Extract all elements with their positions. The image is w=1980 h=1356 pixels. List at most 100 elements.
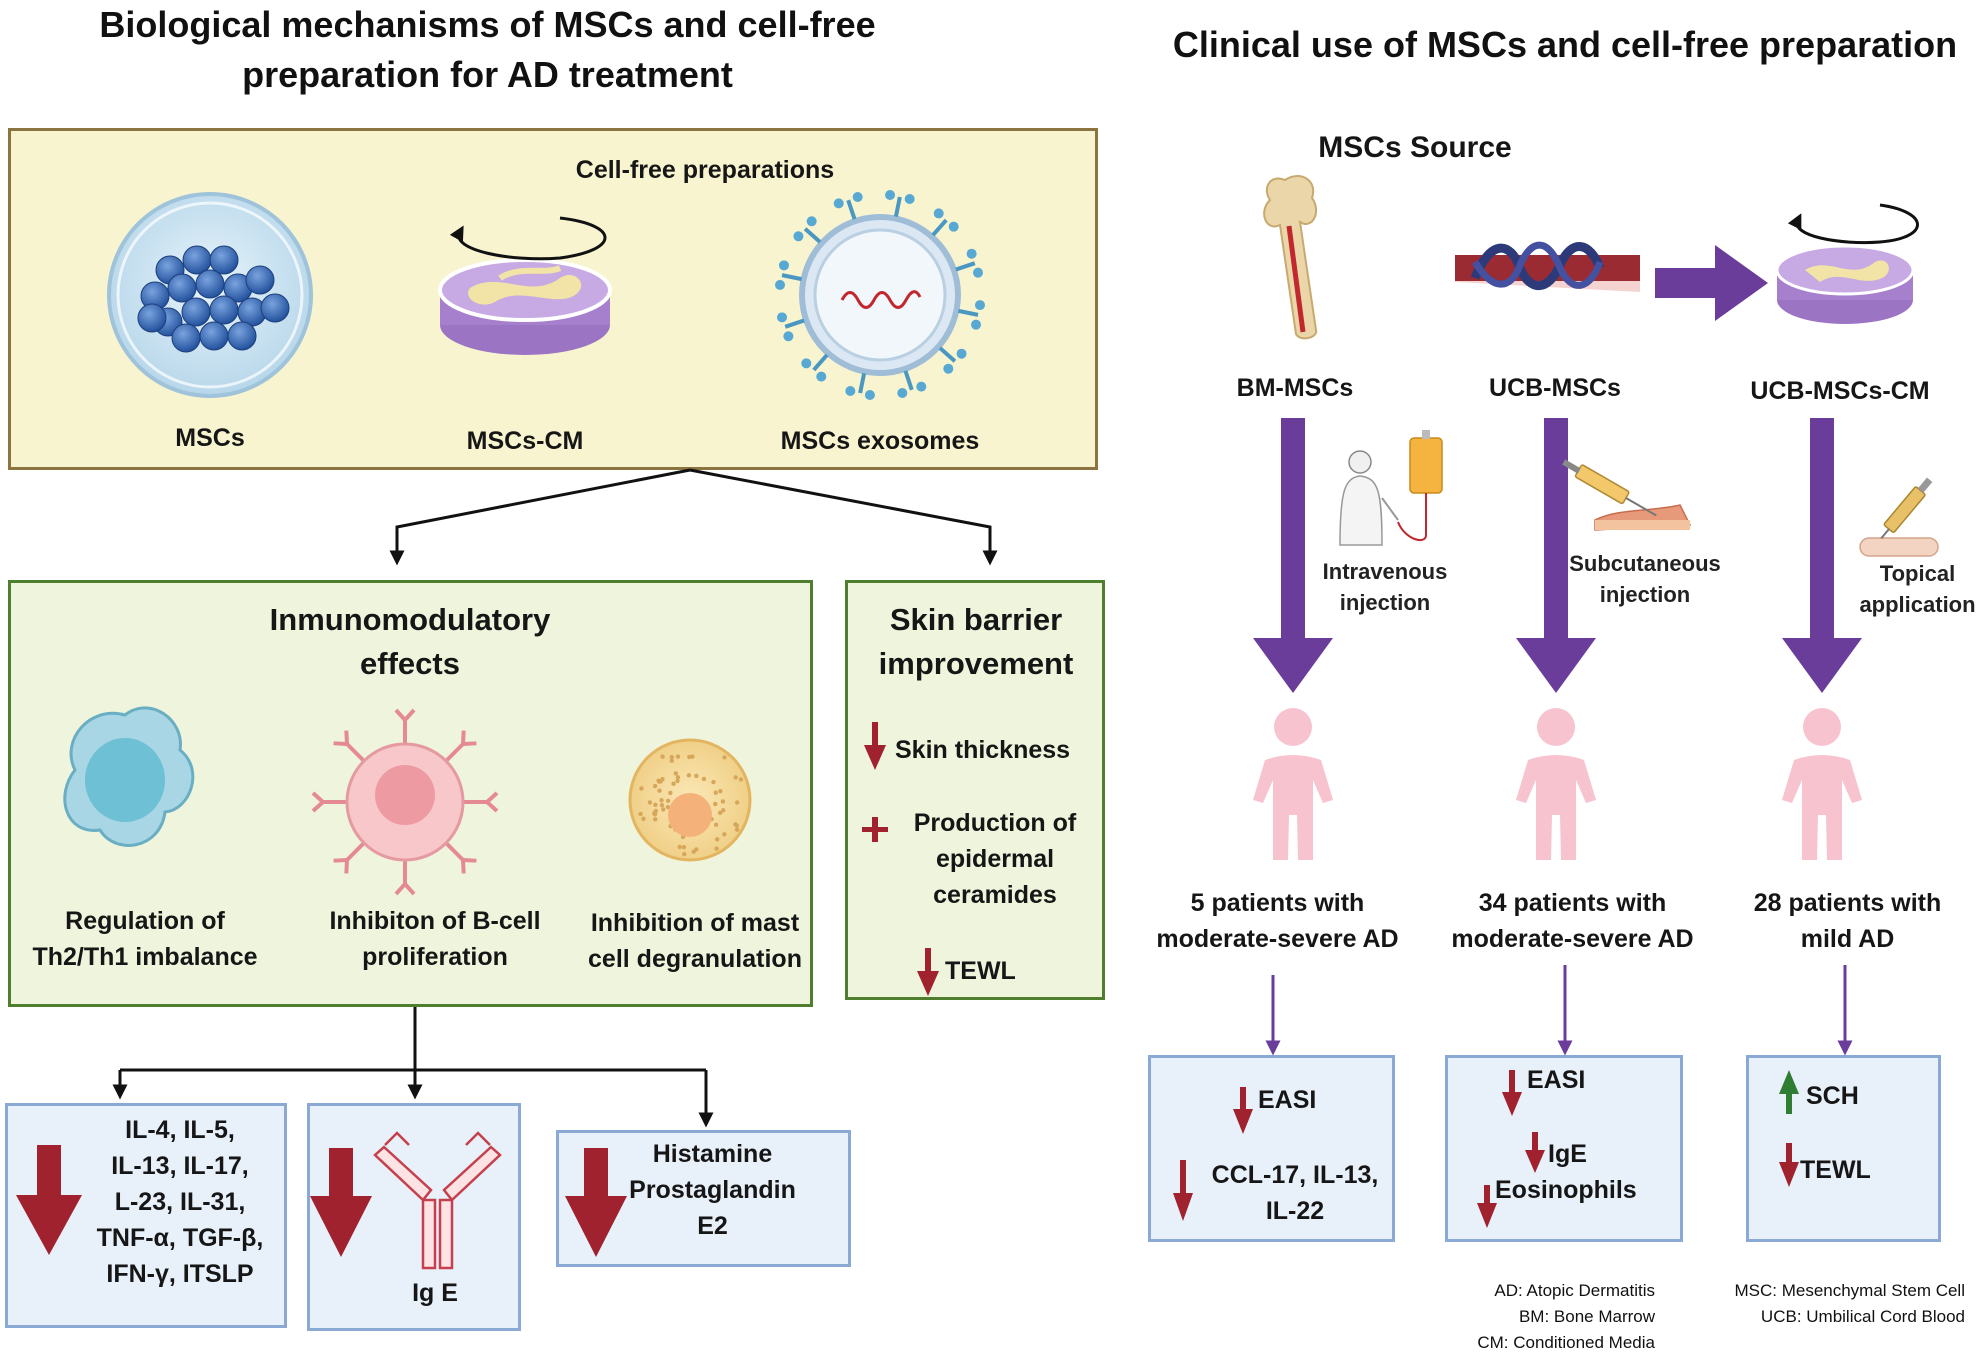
person-body bbox=[1782, 755, 1862, 860]
granule bbox=[656, 778, 661, 783]
umbilical-cord-icon bbox=[1455, 241, 1640, 292]
tewl-label: TEWL bbox=[945, 957, 1016, 985]
histamine-list: Histamine Prostaglandin E2 bbox=[620, 1136, 805, 1244]
exosome-receptor bbox=[858, 373, 867, 394]
skin-title-line2: improvement bbox=[878, 646, 1074, 681]
cm-patients-line1: 28 patients with bbox=[1753, 889, 1942, 917]
msc-cell bbox=[227, 321, 257, 351]
exosome-receptor bbox=[812, 353, 829, 372]
antibody-arm bbox=[460, 730, 466, 745]
mast-cell-caption: Inhibition of mast cell degranulation bbox=[565, 905, 825, 977]
b-cell-antibody bbox=[345, 742, 367, 764]
skin-title: Skin barrier improvement bbox=[848, 598, 1104, 686]
receptor-head bbox=[916, 381, 927, 392]
exosome-receptors bbox=[775, 190, 985, 400]
sc-route-line2: injection bbox=[1599, 582, 1691, 607]
mast-cell-caption-line1: Inhibition of mast bbox=[590, 909, 800, 937]
receptor-head bbox=[777, 312, 788, 323]
b-cell-antibody bbox=[443, 742, 465, 764]
antibody-arm bbox=[394, 882, 407, 896]
syringe-skin-icon bbox=[1562, 459, 1692, 531]
granule bbox=[681, 845, 687, 850]
bm-result-easi: EASI bbox=[1258, 1086, 1317, 1114]
receptor-head bbox=[778, 260, 789, 271]
topical-route-line1: Topical bbox=[1879, 561, 1956, 586]
granule bbox=[720, 799, 726, 804]
antibody-arm bbox=[344, 859, 350, 874]
immuno-title-line2: effects bbox=[360, 646, 460, 681]
cytokines-line4: TNF-α, TGF-β, bbox=[96, 1224, 264, 1252]
receptor-head bbox=[816, 371, 827, 382]
mscs-dish-icon bbox=[107, 192, 313, 398]
b-cell-icon bbox=[311, 708, 499, 896]
receptor-head bbox=[971, 319, 982, 330]
antibody-arm bbox=[403, 708, 416, 722]
person-head bbox=[1537, 708, 1575, 746]
antibody-arm bbox=[344, 730, 350, 745]
mscs-cm-label: MSCs-CM bbox=[466, 427, 584, 455]
granule bbox=[734, 823, 740, 828]
ceramides-plus-icon bbox=[862, 817, 888, 842]
exosome-receptor bbox=[784, 318, 805, 329]
exosome-receptor bbox=[931, 218, 948, 237]
person-body bbox=[1516, 755, 1596, 860]
person-icon bbox=[1782, 708, 1862, 860]
granule bbox=[659, 803, 665, 808]
cytokines-line2: IL-13, IL-17, bbox=[111, 1152, 249, 1180]
granule bbox=[652, 783, 658, 789]
skin-thickness-down-arrow bbox=[864, 722, 886, 770]
granule bbox=[694, 847, 699, 852]
cm-sch-up-arrow bbox=[1779, 1070, 1799, 1114]
msc-cells bbox=[137, 245, 290, 353]
bm-easi-down-arrow bbox=[1233, 1087, 1253, 1134]
receptor-head bbox=[806, 216, 817, 227]
left-title-line2: preparation for AD treatment bbox=[242, 54, 733, 95]
legend-left: AD: Atopic Dermatitis BM: Bone Marrow CM… bbox=[1400, 1278, 1655, 1356]
b-cell-antibody bbox=[443, 840, 465, 862]
b-cell-caption: Inhibiton of B-cell proliferation bbox=[300, 903, 570, 975]
msc-cell bbox=[137, 303, 167, 333]
granule bbox=[641, 816, 646, 822]
th-cell-caption-line1: Regulation of bbox=[65, 907, 225, 935]
granule bbox=[653, 802, 658, 808]
exosome-receptor bbox=[903, 370, 914, 391]
granule bbox=[652, 812, 658, 817]
granule bbox=[713, 801, 718, 807]
bm-result-cytokines: CCL-17, IL-13, IL-22 bbox=[1195, 1157, 1395, 1229]
b-cell-antibody bbox=[345, 840, 367, 862]
granule bbox=[713, 790, 718, 795]
granule bbox=[675, 775, 681, 780]
ucb-down-arrow bbox=[1516, 418, 1596, 693]
cm-patients-line2: mild AD bbox=[1800, 925, 1895, 953]
antibody-arm bbox=[394, 708, 407, 722]
granule bbox=[653, 808, 659, 814]
msc-cell bbox=[182, 245, 212, 275]
granule bbox=[734, 827, 740, 832]
bm-result-cytokines-line2: IL-22 bbox=[1265, 1197, 1325, 1225]
receptor-head bbox=[972, 267, 983, 278]
legend-bm: BM: Bone Marrow bbox=[1518, 1307, 1655, 1326]
person-icon bbox=[1253, 708, 1333, 860]
cm-tewl-down-arrow bbox=[1779, 1143, 1799, 1187]
exosome-receptor bbox=[846, 199, 857, 220]
cm-results-box bbox=[1746, 1055, 1941, 1242]
histamine-down-arrow bbox=[565, 1148, 627, 1257]
bm-mscs-label: BM-MSCs bbox=[1236, 374, 1354, 402]
granule bbox=[686, 773, 692, 778]
legend-cm: CM: Conditioned Media bbox=[1477, 1333, 1655, 1352]
receptor-head bbox=[833, 198, 844, 209]
ige-label: Ig E bbox=[412, 1279, 458, 1307]
person-body bbox=[1253, 755, 1333, 860]
left-title: Biological mechanisms of MSCs and cell-f… bbox=[0, 0, 975, 100]
mast-cell-icon bbox=[628, 738, 752, 862]
skin-thickness-label: Skin thickness bbox=[895, 736, 1071, 764]
legend-msc: MSC: Mesenchymal Stem Cell bbox=[1734, 1281, 1965, 1300]
msc-cell bbox=[209, 295, 239, 325]
ucb-patients: 34 patients with moderate-severe AD bbox=[1440, 885, 1705, 957]
exosome-receptor bbox=[803, 227, 822, 244]
exosome-receptor bbox=[938, 346, 957, 363]
granule bbox=[638, 811, 643, 817]
granule bbox=[653, 817, 658, 822]
cm-result-sch: SCH bbox=[1806, 1082, 1859, 1110]
ucb-patients-line2: moderate-severe AD bbox=[1451, 925, 1694, 953]
